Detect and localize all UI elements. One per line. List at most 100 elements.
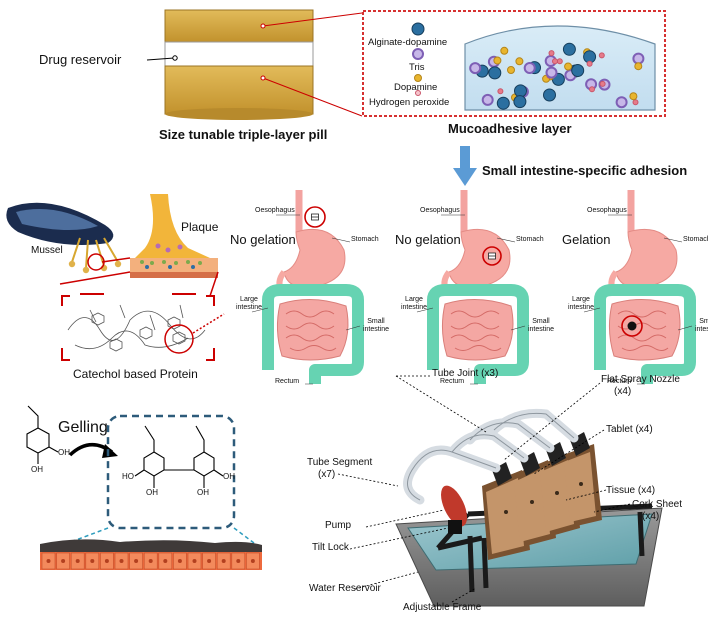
large-intestine-label: Large intestine bbox=[400, 296, 428, 311]
adhesion-arrow bbox=[453, 146, 477, 186]
mucoadhesive-box bbox=[362, 10, 666, 117]
tilt-lock-label: Tilt Lock bbox=[312, 542, 349, 553]
arrow-caption: Small intestine-specific adhesion bbox=[482, 163, 688, 178]
cell-nucleus bbox=[46, 559, 51, 563]
hydrogel-particle bbox=[500, 46, 509, 55]
highlight-circle bbox=[621, 315, 643, 337]
mussel-illustration bbox=[6, 202, 122, 274]
cell-nucleus bbox=[221, 559, 226, 563]
hydrogel-particle bbox=[493, 56, 502, 65]
pump-label: Pump bbox=[325, 520, 352, 531]
hydrogel-particle bbox=[514, 84, 527, 98]
polymer-zoom-box bbox=[106, 414, 236, 530]
protein-bracket bbox=[61, 293, 215, 361]
hydrogel-particle bbox=[571, 64, 585, 77]
cork-sheet-label: Cork Sheet bbox=[632, 499, 683, 510]
oesophagus-label: Oesophagus bbox=[255, 207, 295, 214]
hydrogel-particle bbox=[469, 62, 482, 75]
drug-reservoir-label: Drug reservoir bbox=[39, 52, 122, 67]
hydrogel-particle bbox=[496, 96, 510, 110]
gi-tract-panel bbox=[416, 190, 529, 385]
pump bbox=[441, 485, 467, 534]
legend-hydrogen-peroxide: Hydrogen peroxide bbox=[369, 97, 450, 108]
zoom-lines bbox=[59, 257, 219, 297]
large-intestine bbox=[262, 284, 364, 384]
tissue-tray-slots bbox=[482, 444, 602, 560]
organ-leaders bbox=[583, 214, 693, 385]
gelling-label: Gelling bbox=[58, 419, 108, 436]
oesophagus-label: Oesophagus bbox=[587, 207, 627, 214]
highlight-circle bbox=[482, 246, 502, 266]
hydrogel-particle bbox=[543, 88, 556, 102]
hydrogel-particle bbox=[515, 57, 524, 66]
tubing-outline bbox=[407, 412, 575, 501]
rectum-label: Rectum bbox=[607, 378, 632, 385]
gi-status-label: No gelation bbox=[230, 232, 296, 247]
water-reservoir-label: Water Reservoir bbox=[309, 583, 381, 594]
drug-reservoir-pointer bbox=[146, 55, 178, 61]
cell-nucleus bbox=[250, 559, 255, 563]
hydrogel-particle bbox=[632, 52, 645, 65]
hydrogel-particle bbox=[632, 99, 639, 106]
hydrogel-particle bbox=[548, 50, 555, 57]
cell-nucleus bbox=[192, 559, 197, 563]
cell-nucleus bbox=[119, 559, 124, 563]
stomach-label: Stomach bbox=[351, 236, 379, 243]
intestine-folds bbox=[450, 310, 502, 351]
gi-tract-panel bbox=[583, 190, 696, 385]
tube-segment-count: (x7) bbox=[318, 469, 336, 480]
mucoadhesive-caption: Mucoadhesive layer bbox=[448, 121, 572, 136]
small-intestine-label: Small intestine bbox=[694, 318, 708, 333]
tablet-label: Tablet (x4) bbox=[606, 424, 653, 435]
hydrogel-particle bbox=[562, 42, 576, 56]
hydrogel-particle bbox=[629, 92, 638, 101]
hydrogel-particle bbox=[481, 93, 494, 106]
cork-sheet-count: (x4) bbox=[642, 511, 660, 522]
cell-nucleus bbox=[104, 559, 109, 563]
plaque-label: Plaque bbox=[181, 220, 219, 234]
hydrogel-particle bbox=[488, 66, 502, 80]
polymer-ho-1: HO bbox=[122, 472, 134, 481]
large-intestine bbox=[427, 284, 529, 384]
legend-alginate-dopamine: Alginate-dopamine bbox=[368, 37, 448, 48]
rectum-label: Rectum bbox=[275, 378, 300, 385]
legend-tris: Tris bbox=[409, 62, 425, 73]
hydrogel-particle bbox=[599, 80, 606, 87]
hydrogel-particle bbox=[497, 88, 504, 95]
stomach bbox=[615, 228, 678, 288]
pill-position-marker bbox=[482, 246, 502, 266]
polymer-oh-1: OH bbox=[146, 488, 158, 497]
catechol-highlight bbox=[164, 313, 225, 354]
hydrogel-particle bbox=[586, 60, 593, 67]
triple-layer-pill bbox=[164, 9, 314, 120]
gi-tract-panels bbox=[251, 190, 696, 385]
organ-leaders bbox=[251, 214, 361, 385]
gi-status-label: No gelation bbox=[395, 232, 461, 247]
monomer-oh-2: OH bbox=[31, 465, 43, 474]
hydrogel-particle bbox=[564, 62, 573, 71]
plaque-illustration bbox=[130, 194, 218, 278]
polymer-oh-3: OH bbox=[223, 472, 235, 481]
hydrogel-particle bbox=[507, 66, 515, 74]
stomach-label: Stomach bbox=[516, 236, 544, 243]
gi-tract-panel bbox=[251, 190, 364, 385]
adjustable-frame-label: Adjustable Frame bbox=[403, 602, 482, 613]
gelling-arrow bbox=[68, 443, 118, 458]
hydrogel-particle bbox=[615, 96, 628, 109]
legend-markers bbox=[411, 22, 425, 96]
highlight-circle bbox=[304, 206, 326, 228]
pill-caption: Size tunable triple-layer pill bbox=[159, 127, 328, 142]
small-intestine-label: Small intestine bbox=[527, 318, 555, 333]
hydrogel-particle bbox=[556, 58, 563, 65]
tissue-label: Tissue (x4) bbox=[606, 485, 656, 496]
hydrogel-particle bbox=[598, 52, 605, 59]
tissue-cells bbox=[41, 552, 260, 570]
cell-nucleus bbox=[61, 559, 66, 563]
hydrogel-particle bbox=[523, 62, 536, 74]
flat-spray-nozzle-count: (x4) bbox=[614, 386, 632, 397]
legend-dopamine: Dopamine bbox=[394, 82, 438, 93]
rectum-label: Rectum bbox=[440, 378, 465, 385]
hydrogel-particle bbox=[589, 86, 595, 93]
protein-caption: Catechol based Protein bbox=[73, 367, 198, 381]
